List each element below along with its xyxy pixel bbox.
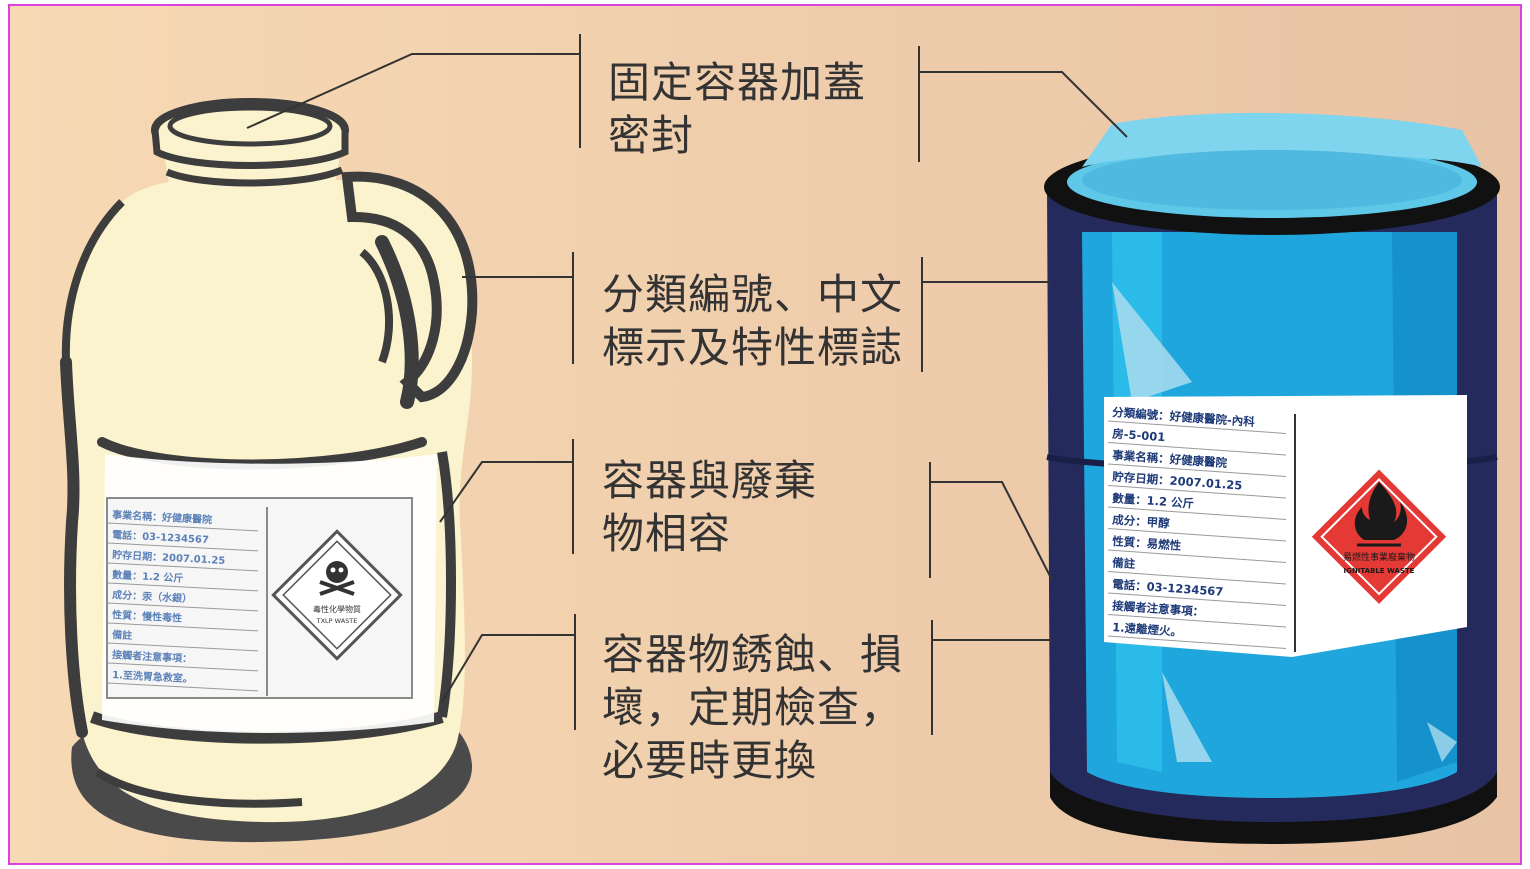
label-row-text: 成分：汞（水銀） xyxy=(112,588,193,605)
callout-connectors xyxy=(246,34,1128,735)
label-row-text: 性質：慢性毒性 xyxy=(111,608,183,625)
toxic-hazard-diamond: 毒性化學物質 TXLP WASTE xyxy=(271,529,403,661)
label-row-rule xyxy=(107,662,259,672)
callout-labeling: 分類編號、中文 標示及特性標誌 xyxy=(602,268,903,374)
flammable-hazard-diamond: 易燃性事業廢棄物 IGNITABLE WASTE xyxy=(1311,469,1447,604)
bottle-hazard-text: 毒性化學物質 xyxy=(313,604,361,614)
callout-line: 壞，定期檢查， xyxy=(602,683,904,732)
callout-line: 密封 xyxy=(608,111,695,160)
label-row-text: 備註 xyxy=(1112,556,1136,572)
callout-inspection: 容器物銹蝕、損 壞，定期檢查， 必要時更換 xyxy=(602,628,903,787)
label-row-text: 備註 xyxy=(112,628,133,642)
label-row-text: 接觸者注意事項： xyxy=(112,648,193,665)
label-row-rule xyxy=(1107,463,1287,477)
label-row-rule xyxy=(107,562,259,572)
label-row-rule xyxy=(1107,442,1287,456)
label-row-rule xyxy=(107,642,259,652)
label-row-text: 1.至洗胃急救室。 xyxy=(112,668,193,685)
drum-label: 分類編號：好健康醫院-內科房-5-001事業名稱：好健康醫院貯存日期：2007.… xyxy=(1104,395,1467,657)
callout-line: 固定容器加蓋 xyxy=(608,58,867,107)
drum-hazard-sub: IGNITABLE WASTE xyxy=(1344,567,1415,575)
bottle-hazard-sub: TXLP WASTE xyxy=(316,617,358,625)
label-row-text: 成分：甲醇 xyxy=(1112,513,1171,531)
label-row-rule xyxy=(107,542,259,552)
skull-icon xyxy=(326,561,348,583)
label-row-rule xyxy=(1107,571,1287,585)
label-row-rule xyxy=(107,582,259,592)
callout-line: 必要時更換 xyxy=(602,736,818,785)
label-row-text: 房-5-001 xyxy=(1112,427,1166,445)
label-row-rule xyxy=(1107,506,1287,520)
label-row-text: 性質：易燃性 xyxy=(1112,534,1182,553)
bottle-label: 事業名稱：好健康醫院電話：03-1234567貯存日期：2007.01.25數量… xyxy=(102,454,437,734)
callout-line: 標示及特性標誌 xyxy=(602,323,904,372)
callout-line: 分類編號、中文 xyxy=(602,270,904,319)
callout-sealed-lid: 固定容器加蓋 密封 xyxy=(608,56,866,162)
drum-hazard-text: 易燃性事業廢棄物 xyxy=(1343,551,1415,563)
label-row-text: 數量：1.2 公斤 xyxy=(1112,491,1195,511)
label-row-rule xyxy=(1107,635,1287,649)
label-row-rule xyxy=(1107,485,1287,499)
diagram-scene: 事業名稱：好健康醫院電話：03-1234567貯存日期：2007.01.25數量… xyxy=(10,6,1520,863)
label-row-rule xyxy=(107,522,259,532)
label-row-rule xyxy=(107,682,259,692)
callout-line: 容器物銹蝕、損 xyxy=(602,630,904,679)
label-row-rule xyxy=(1107,528,1287,542)
label-row-text: 數量：1.2 公斤 xyxy=(112,568,184,585)
label-row-rule xyxy=(1107,614,1287,628)
callout-line: 物相容 xyxy=(602,509,732,558)
label-row-rule xyxy=(1107,592,1287,606)
label-row-rule xyxy=(1107,420,1287,434)
flame-icon xyxy=(1354,482,1408,540)
callout-line: 容器與廢棄 xyxy=(602,456,818,505)
label-row-rule xyxy=(107,622,259,632)
label-row-text: 接觸者注意事項： xyxy=(1112,599,1205,619)
label-row-rule xyxy=(107,602,259,612)
callout-compatibility: 容器與廢棄 物相容 xyxy=(602,454,817,560)
label-row-text: 1.遠離煙火。 xyxy=(1112,620,1183,639)
label-row-rule xyxy=(1107,549,1287,563)
